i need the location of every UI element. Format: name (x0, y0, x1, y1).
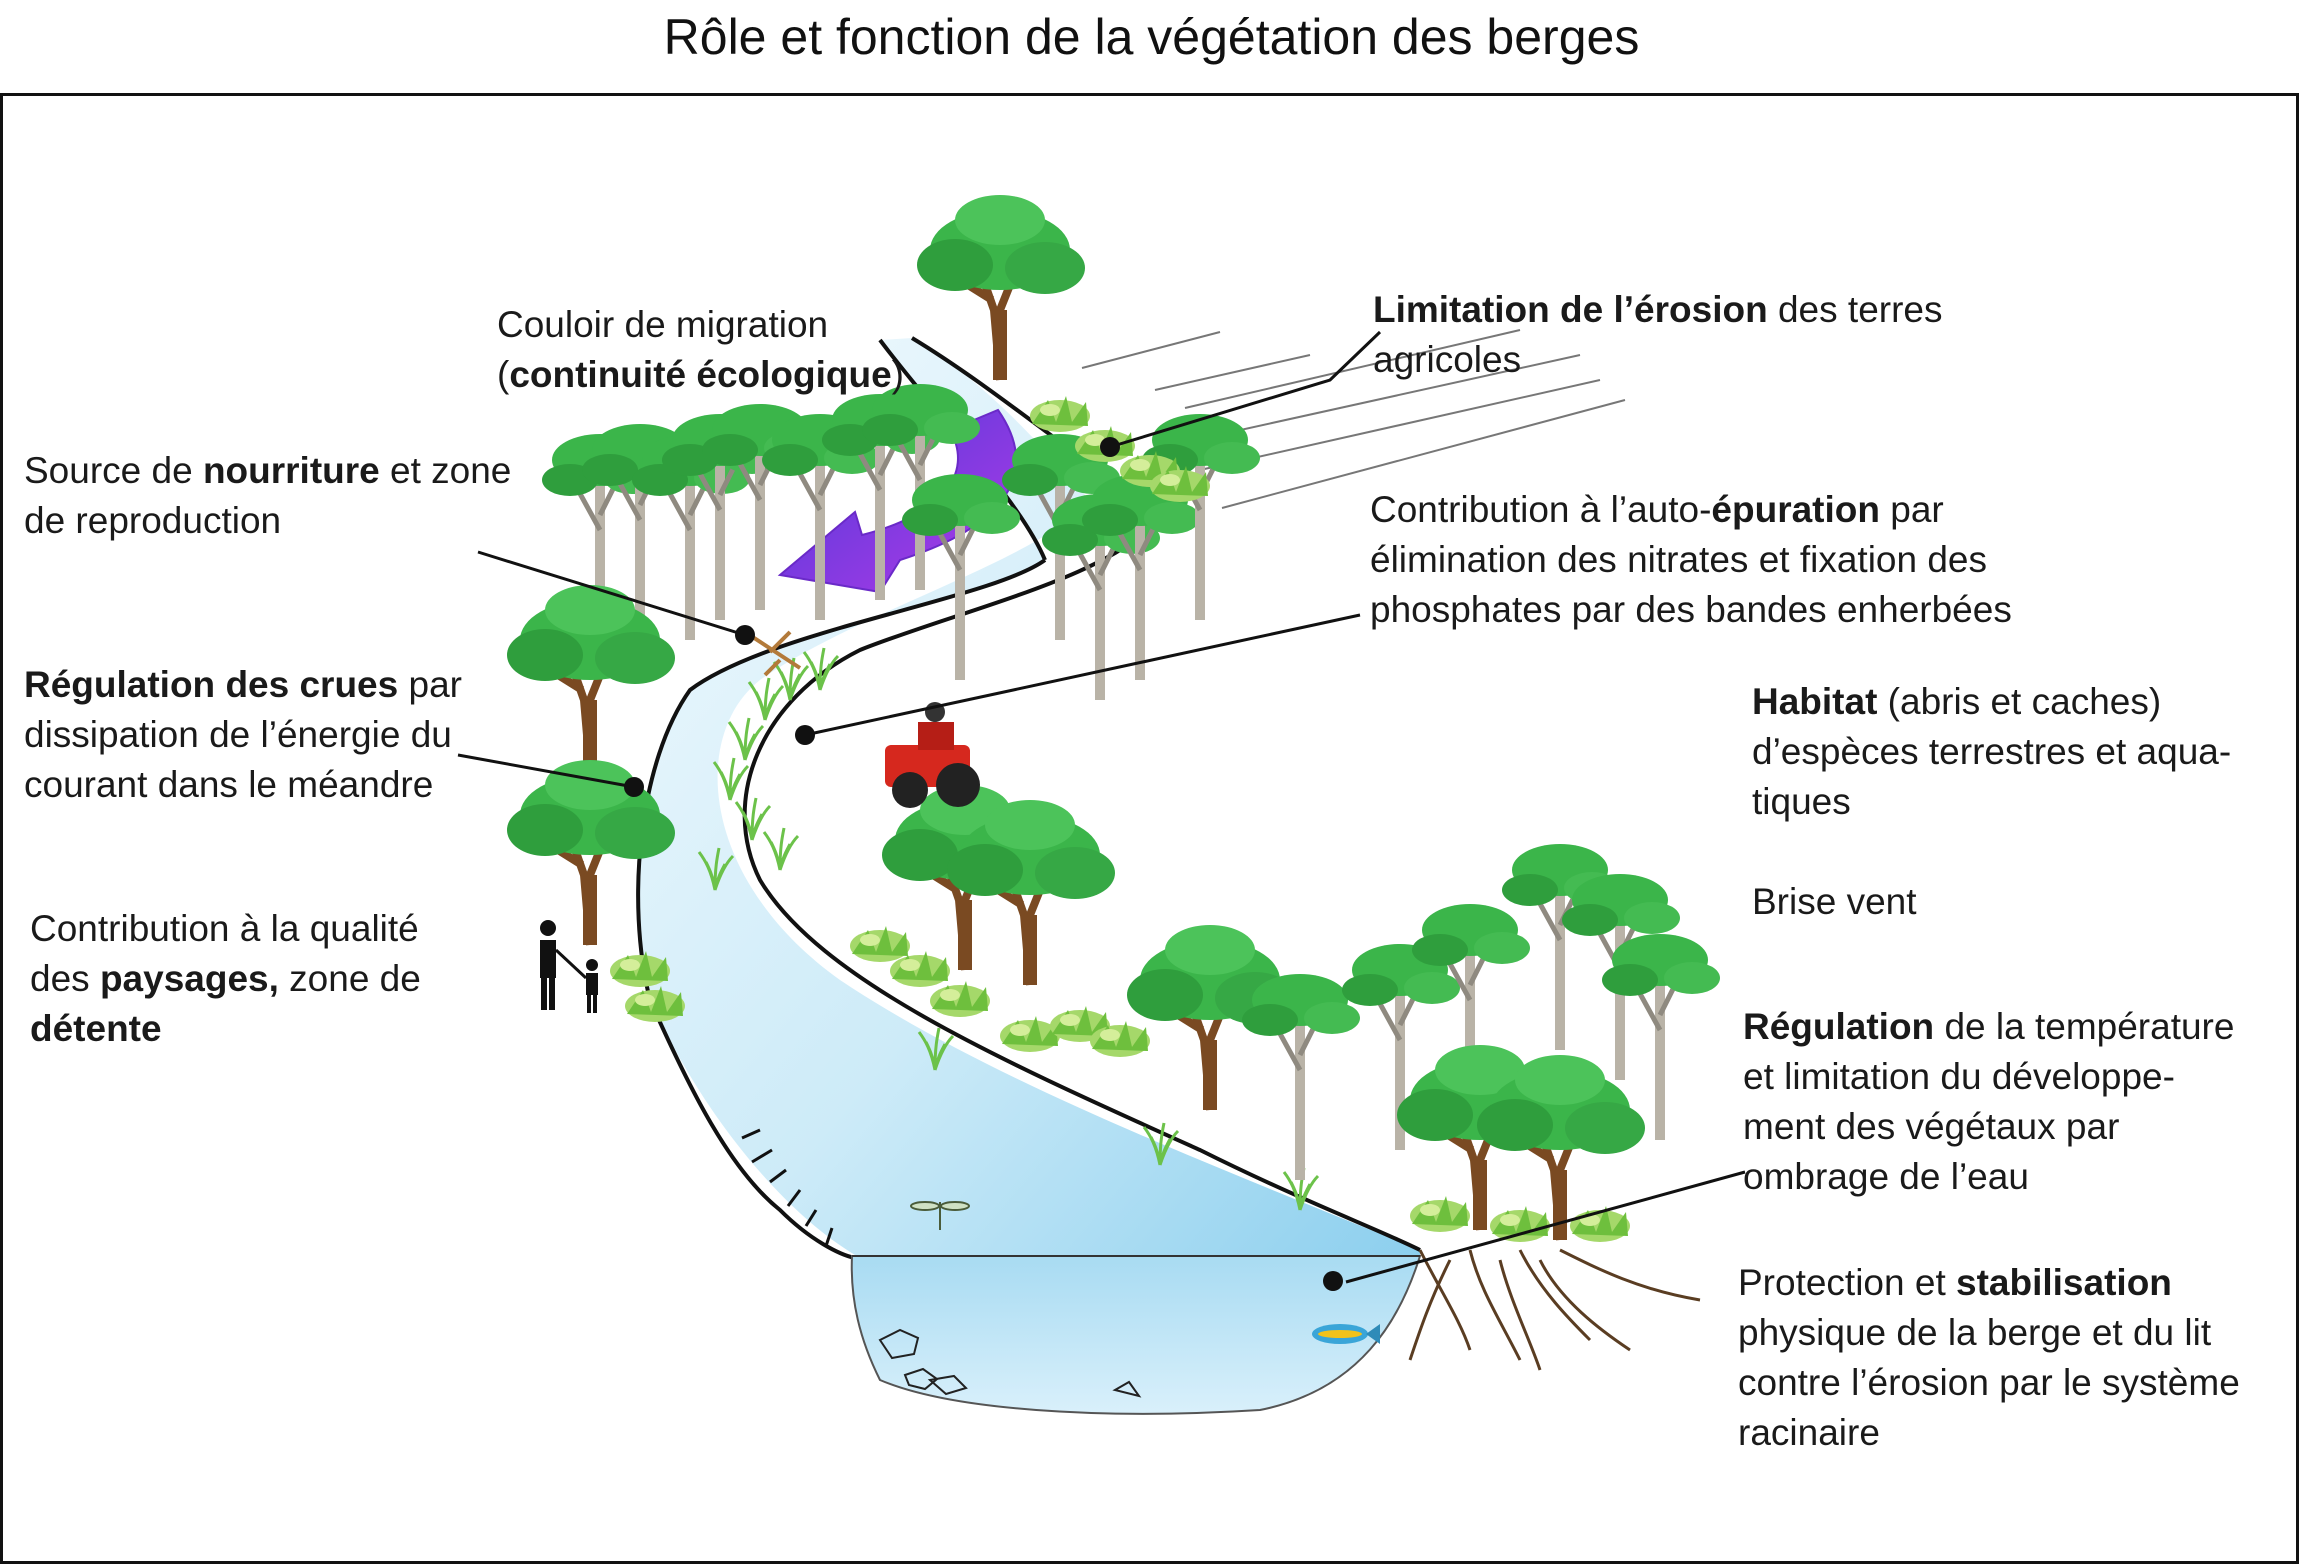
nourriture-line2: de reproduction (24, 500, 282, 541)
epuration-line3: phosphates par des bandes enherbées (1370, 589, 2012, 630)
label-erosion: Limitation de l’érosion des terres agric… (1373, 285, 1943, 385)
stabilisation-dot (1323, 1271, 1343, 1291)
dragonfly-icon (910, 1201, 970, 1230)
label-brise-vent: Brise vent (1752, 877, 1917, 927)
crues-dot (624, 777, 644, 797)
label-epuration: Contribution à l’auto-épuration par élim… (1370, 485, 2012, 635)
river-channel (638, 338, 1420, 1260)
diagram-title: Rôle et fonction de la végétation des be… (663, 9, 1640, 65)
diagram-frame (0, 93, 2299, 1564)
epuration-line2: élimination des nitrates et fixation des (1370, 539, 1988, 580)
crues-line3: courant dans le méandre (24, 764, 434, 805)
brise-line1: Brise vent (1752, 881, 1917, 922)
paysages-line2: des paysages, zone de (30, 958, 421, 999)
stabilisation-line1: Protection et stabilisation (1738, 1262, 2172, 1303)
epuration-line1: Contribution à l’auto-épuration par (1370, 489, 1944, 530)
riverbed-stones (878, 1328, 1142, 1398)
paysages-line1: Contribution à la qualité (30, 908, 419, 949)
label-stabilisation: Protection et stabilisation physique de … (1738, 1258, 2240, 1458)
stabilisation-line2: physique de la berge et du lit (1738, 1312, 2212, 1353)
label-paysages: Contribution à la qualité des paysages, … (30, 904, 421, 1054)
label-nourriture: Source de nourriture et zone de reproduc… (24, 446, 511, 546)
label-crues: Régulation des crues par dissipation de … (24, 660, 462, 810)
regulation-line2: et limitation du développe- (1743, 1056, 2175, 1097)
erosion-line1: Limitation de l’érosion des terres (1373, 289, 1943, 330)
fish-icon (1312, 1324, 1380, 1344)
leader-dots (624, 437, 1343, 1291)
habitat-line3: tiques (1752, 781, 1851, 822)
nourriture-dot (735, 625, 755, 645)
regulation-line3: ment des végétaux par (1743, 1106, 2120, 1147)
regulation-line1: Régulation de la température (1743, 1006, 2235, 1047)
migration-line1: Couloir de migration (497, 304, 829, 345)
stabilisation-line4: racinaire (1738, 1412, 1880, 1453)
erosion-line2: agricoles (1373, 339, 1522, 380)
tractor-icon (885, 702, 980, 808)
left-bank-hatch (741, 1128, 834, 1247)
root-system (1408, 1248, 1701, 1371)
nourriture-line1: Source de nourriture et zone (24, 450, 512, 491)
people-icon (540, 920, 598, 1013)
paysages-line3: détente (30, 1008, 162, 1049)
field-furrows (1081, 329, 1626, 509)
stabilisation-line3: contre l’érosion par le système (1738, 1362, 2240, 1403)
migration-line2: (continuité écologique) (497, 354, 904, 395)
habitat-line2: d’espèces terrestres et aqua- (1752, 731, 2232, 772)
label-regulation: Régulation de la température et limitati… (1743, 1002, 2234, 1202)
label-habitat: Habitat (abris et caches) d’espèces terr… (1752, 677, 2231, 827)
label-migration: Couloir de migration (continuité écologi… (497, 300, 904, 400)
crues-line2: dissipation de l’énergie du (24, 714, 452, 755)
erosion-dot (1100, 437, 1120, 457)
epuration-dot (795, 725, 815, 745)
habitat-line1: Habitat (abris et caches) (1752, 681, 2162, 722)
regulation-line4: ombrage de l’eau (1743, 1156, 2029, 1197)
leader-lines (457, 330, 1746, 1284)
crues-line1: Régulation des crues par (24, 664, 462, 705)
